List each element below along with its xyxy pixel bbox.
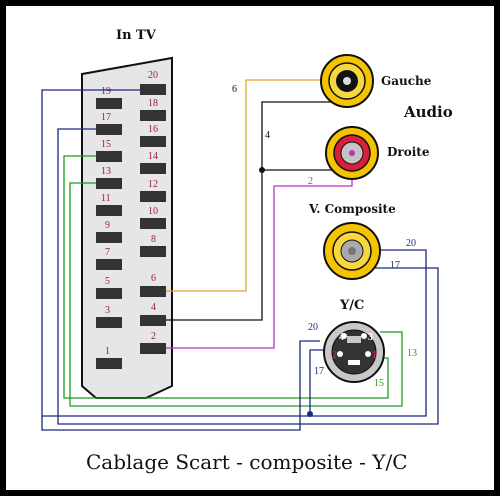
label-yc: Y/C <box>339 298 364 313</box>
wire-label-comp-20: 20 <box>406 238 416 249</box>
pin-label-20: 20 <box>148 70 158 81</box>
pin-label-14: 14 <box>148 151 158 162</box>
rca-composite-connector <box>323 222 381 280</box>
pin-label-9: 9 <box>105 220 110 231</box>
wire-green-13 <box>69 182 403 407</box>
pin-label-5: 5 <box>105 276 110 287</box>
pin-label-12: 12 <box>148 179 158 190</box>
wire-label-15: 15 <box>374 378 384 389</box>
wire-audio-ground <box>166 101 346 321</box>
scart-pins-right <box>140 84 166 354</box>
pin-label-15: 15 <box>101 139 111 150</box>
wire-label-yc-20: 20 <box>308 322 318 333</box>
label-audio: Audio <box>403 103 453 121</box>
diagram-panel: 20 18 16 14 12 10 8 6 4 2 19 17 15 13 11… <box>6 6 494 490</box>
scart-wiring-diagram: 20 18 16 14 12 10 8 6 4 2 19 17 15 13 11… <box>41 28 453 474</box>
wire-green-15 <box>63 155 389 399</box>
scart-title: In TV <box>116 28 157 43</box>
pin-label-8: 8 <box>151 234 156 245</box>
pin-label-7: 7 <box>105 247 110 258</box>
scart-pin-numbers-left: 19 17 15 13 11 9 7 5 3 1 <box>101 86 111 357</box>
wire-label-comp-17: 17 <box>390 260 400 271</box>
junction-dot <box>307 411 313 417</box>
rca-gauche-connector <box>320 54 374 108</box>
svideo-pin-4: 4 <box>339 332 344 343</box>
wire-label-4: 4 <box>265 130 270 141</box>
pin-label-11: 11 <box>101 193 111 204</box>
scart-pins-left <box>96 98 122 369</box>
rca-droite-connector <box>325 126 379 180</box>
svideo-pin-1: 1 <box>372 350 377 361</box>
wire-label-yc-17: 17 <box>314 366 324 377</box>
label-composite: V. Composite <box>308 202 396 216</box>
label-gauche: Gauche <box>381 74 432 88</box>
pin-label-10: 10 <box>148 206 158 217</box>
wire-label-13: 13 <box>407 348 417 359</box>
wire-composite-ground <box>57 128 439 425</box>
svideo-pin-2: 2 <box>332 350 337 361</box>
svideo-connector <box>323 321 385 383</box>
junction-dot <box>259 167 265 173</box>
pin-label-1: 1 <box>105 346 110 357</box>
pin-label-16: 16 <box>148 124 158 135</box>
pin-label-2: 2 <box>151 331 156 342</box>
pin-label-3: 3 <box>105 305 110 316</box>
wire-label-2: 2 <box>308 176 313 187</box>
pin-label-4: 4 <box>151 302 156 313</box>
pin-label-17: 17 <box>101 112 111 123</box>
scart-pin-numbers-right: 20 18 16 14 12 10 8 6 4 2 <box>148 70 158 342</box>
pin-label-19: 19 <box>101 86 111 97</box>
wire-composite-signal <box>41 89 427 417</box>
svideo-pin-3: 3 <box>368 332 373 343</box>
pin-label-13: 13 <box>101 166 111 177</box>
pin-label-6: 6 <box>151 273 156 284</box>
pin-label-18: 18 <box>148 98 158 109</box>
wire-yc-20 <box>41 340 320 431</box>
wire-audio-left <box>166 79 324 292</box>
label-droite: Droite <box>387 145 430 159</box>
diagram-caption: Cablage Scart - composite - Y/C <box>86 450 408 474</box>
wire-yc-17 <box>309 349 328 414</box>
wire-label-6: 6 <box>232 84 237 95</box>
